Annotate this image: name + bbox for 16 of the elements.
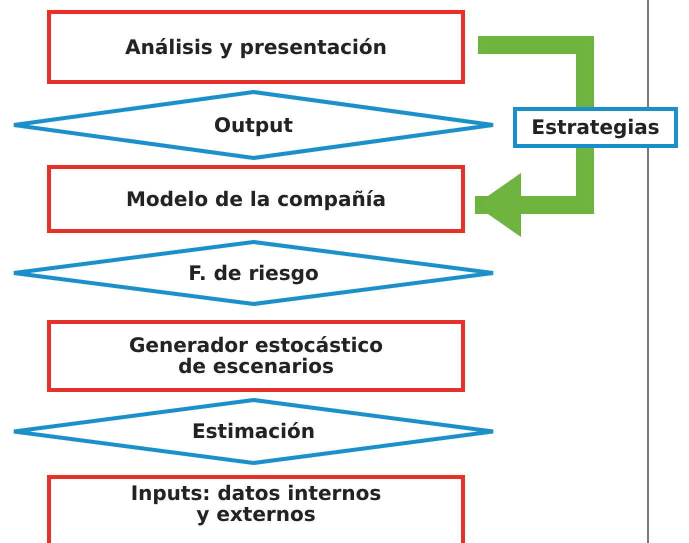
node-text: Generador estocástico de escenarios: [128, 335, 384, 377]
node-text: Modelo de la compañía: [126, 188, 386, 210]
process-box: [47, 320, 465, 392]
decision-diamond: [12, 398, 495, 465]
process-box: [47, 165, 465, 233]
node-text: Estimación: [192, 421, 315, 442]
node-text: Output: [214, 114, 293, 136]
decision-diamond: [12, 240, 495, 306]
node-text: Inputs: datos internos y externos: [130, 483, 382, 525]
node-text: F. de riesgo: [188, 262, 319, 284]
label-box: [513, 107, 678, 148]
process-box: [47, 475, 465, 543]
decision-diamond: [12, 90, 495, 160]
node-text: Análisis y presentación: [125, 36, 387, 58]
node-text: Estrategias: [531, 117, 660, 138]
process-box: [47, 10, 465, 84]
